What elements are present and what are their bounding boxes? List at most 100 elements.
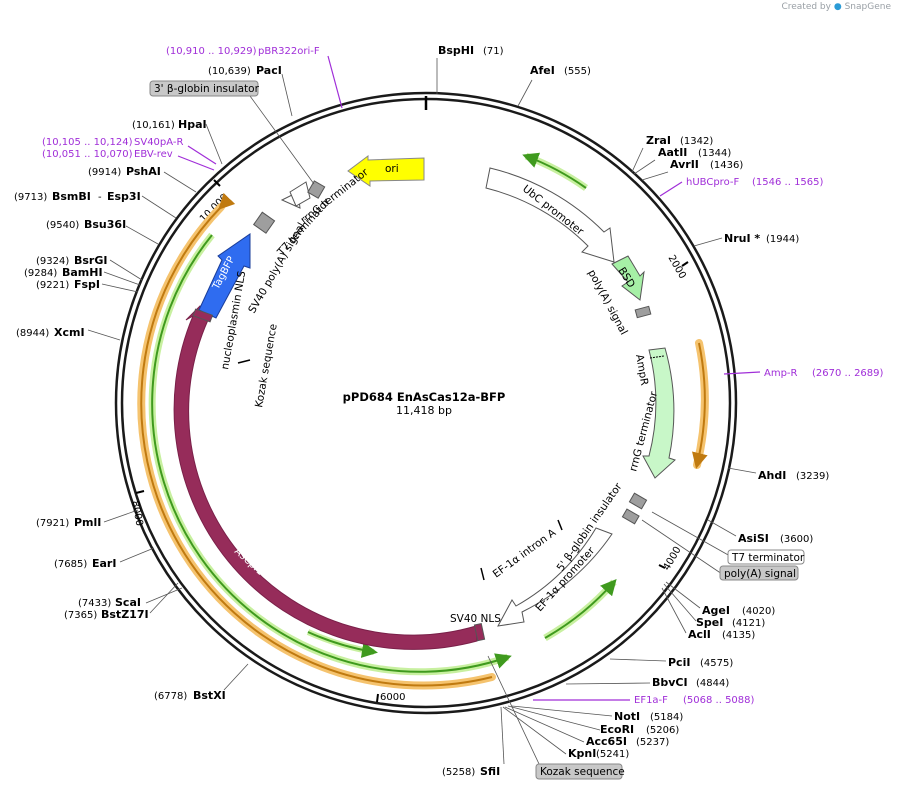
leader-asisi xyxy=(707,519,737,537)
site-pos-avrii: (1436) xyxy=(710,160,743,171)
primer-pos-ampr: (2670 .. 2689) xyxy=(812,368,884,379)
leader-ahdi xyxy=(727,467,757,474)
leader-spei xyxy=(663,583,697,622)
feature-ef1a-promoter[interactable] xyxy=(497,527,613,627)
orf-line-orange-right xyxy=(692,342,708,469)
ef1a-intron-mark-a xyxy=(557,519,563,531)
site-name-sfii: SfiI xyxy=(480,765,500,778)
site-pos-paci: (10,639) xyxy=(208,66,251,77)
site-pos-noti: (5184) xyxy=(650,712,683,723)
site-name-bstz17i: BstZ17I xyxy=(101,608,149,621)
tick-label-8000: 8000 xyxy=(129,500,144,527)
site-pos-bstz17i: (7365) xyxy=(64,610,97,621)
leader-hpai xyxy=(205,123,223,165)
leader-bsrgi xyxy=(109,259,143,281)
site-name-spei: SpeI xyxy=(696,616,723,629)
primer-line-hubcpro xyxy=(659,181,683,197)
site-pos-eari: (7685) xyxy=(54,559,87,570)
site-pos-scai: (7433) xyxy=(78,598,111,609)
feature-np-nls-box[interactable] xyxy=(192,308,214,323)
feature-ascpf1[interactable] xyxy=(173,305,478,650)
primer-lines xyxy=(177,55,761,701)
primer-name-pbr322ori: pBR322ori-F xyxy=(258,46,320,57)
site-pos-bbvci: (4844) xyxy=(696,678,729,689)
leader-fspi xyxy=(101,283,139,293)
watermark-created-by: Created by xyxy=(781,2,831,12)
site-pos-pcii: (4575) xyxy=(700,658,733,669)
site-pos-bstxi: (6778) xyxy=(154,691,187,702)
feature-beta-globin-3-box[interactable] xyxy=(307,180,326,199)
site-name-esp3i: Esp3I xyxy=(107,190,141,203)
feature-ori[interactable] xyxy=(347,155,425,187)
site-pos-ecori: (5206) xyxy=(646,725,679,736)
feature-label-ef1a-intron: EF-1α intron A xyxy=(491,526,559,580)
site-pos-bsu36i: (9540) xyxy=(46,220,79,231)
leader-bsu36i xyxy=(125,225,159,245)
site-name-agei: AgeI xyxy=(702,604,730,617)
site-name-bsmbi: BsmBI xyxy=(52,190,91,203)
leader-nrui xyxy=(693,237,723,247)
site-name-nrui: NruI * xyxy=(724,232,760,245)
leader-kozak xyxy=(487,655,541,767)
leader-acli xyxy=(661,587,687,634)
site-pos-bsrgi: (9324) xyxy=(36,256,69,267)
leader-bstz17i xyxy=(149,582,179,614)
feature-label-kozak: Kozak sequence xyxy=(253,323,280,409)
feature-rrng-terminator-top[interactable] xyxy=(289,181,311,207)
feature-tagbfp[interactable] xyxy=(198,233,251,319)
site-name-ecori: EcoRI xyxy=(600,723,634,736)
feature-polya-box[interactable] xyxy=(634,305,652,319)
site-pos-xcmi: (8944) xyxy=(16,328,49,339)
site-pos-bsphi: (71) xyxy=(483,46,504,57)
orf-line-orange-left xyxy=(140,192,493,687)
primer-line-ebv xyxy=(177,155,215,171)
boxed-beta-globin-3-bg xyxy=(149,80,259,97)
boxed-kozak: Kozak sequence xyxy=(540,766,625,778)
site-name-acli: AclI xyxy=(688,628,711,641)
leader-pshai xyxy=(163,171,197,193)
feature-ampr[interactable] xyxy=(642,347,676,479)
leader-sfii xyxy=(500,706,505,765)
feature-label-sv40-nls: SV40 NLS xyxy=(450,613,501,625)
leader-eari xyxy=(119,547,155,563)
feature-sv40-polya-box[interactable] xyxy=(252,211,276,234)
site-name-pcii: PciI xyxy=(668,656,690,669)
site-name-paci: PacI xyxy=(256,64,282,77)
site-name-bbvci: BbvCI xyxy=(652,676,688,689)
primer-name-ef1a: EF1a-F xyxy=(634,695,668,706)
primer-name-hubcpro: hUBCpro-F xyxy=(686,177,739,188)
site-pos-esp3i: - xyxy=(98,192,102,203)
site-name-bsrgi: BsrGI xyxy=(74,254,107,267)
leader-bamhi xyxy=(103,271,141,286)
feature-bsd[interactable] xyxy=(611,255,645,301)
primer-name-ampr: Amp-R xyxy=(764,368,798,379)
site-pos-nrui: (1944) xyxy=(766,234,799,245)
site-name-fspi: FspI xyxy=(74,278,100,291)
plasmid-length: 11,418 bp xyxy=(396,404,452,417)
feature-polya-box-right[interactable] xyxy=(621,508,640,525)
leader-zrai xyxy=(631,147,644,173)
tick-10000 xyxy=(213,179,221,187)
orf-line-green-top xyxy=(522,152,587,189)
tick-label-2000: 2000 xyxy=(665,253,687,281)
leader-scai xyxy=(145,587,183,604)
backbone-outer-ring xyxy=(114,91,738,715)
feature-t7-box-right[interactable] xyxy=(628,492,648,510)
site-name-afei: AfeI xyxy=(530,64,555,77)
site-name-asisi: AsiSI xyxy=(738,532,769,545)
site-pos-fspi: (9221) xyxy=(36,280,69,291)
watermark-product: SnapGene xyxy=(844,2,891,12)
boxed-t7-terminator: T7 terminator xyxy=(731,552,805,564)
feature-sv40-nls-box[interactable] xyxy=(473,622,486,642)
leader-avrii xyxy=(641,171,669,181)
site-pos-asisi: (3600) xyxy=(780,534,813,545)
primer-line-sv40pa xyxy=(187,145,217,165)
boxed-t7-terminator-bg xyxy=(727,549,805,565)
feature-ubc-promoter[interactable] xyxy=(485,167,615,263)
leader-pcii xyxy=(609,658,667,662)
boxed-polya-signal: poly(A) signal xyxy=(724,568,796,580)
ampr-dotted-mark xyxy=(649,355,665,359)
site-name-bamhi: BamHI xyxy=(62,266,103,279)
leader-t7-terminator xyxy=(651,511,731,557)
leader-noti xyxy=(511,705,613,717)
